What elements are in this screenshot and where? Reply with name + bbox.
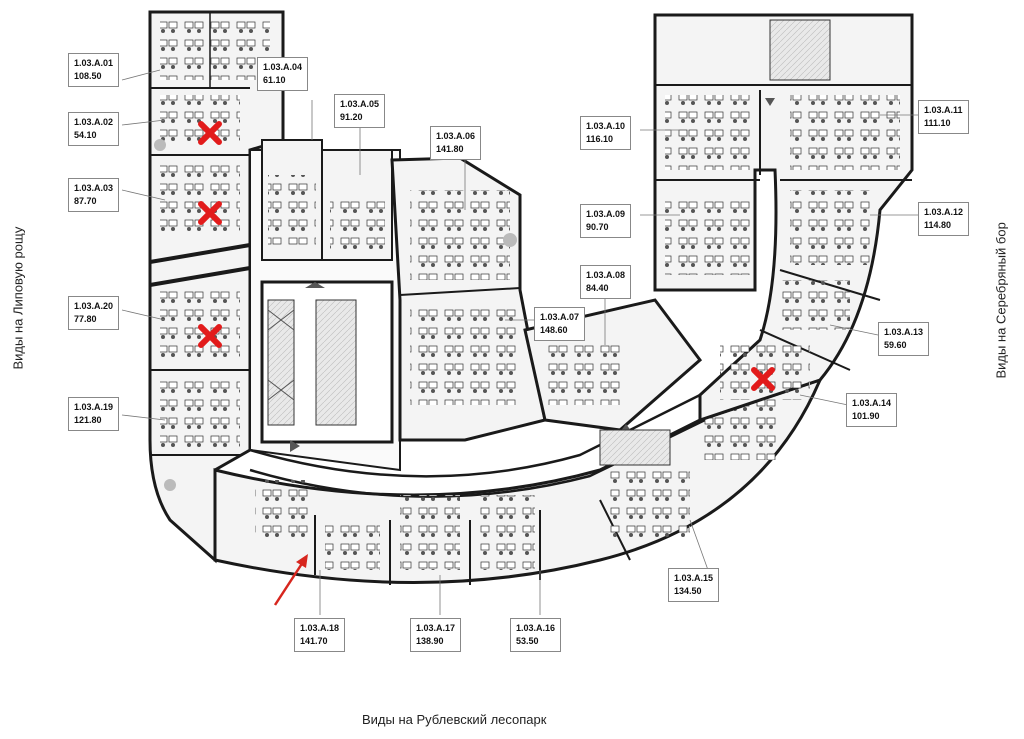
unit-code: 1.03.A.19 [74, 402, 114, 412]
unit-area: 53.50 [516, 636, 539, 646]
unit-code: 1.03.A.02 [74, 117, 114, 127]
unit-area: 148.60 [540, 325, 568, 335]
unit-code: 1.03.A.12 [924, 207, 964, 217]
unit-label-a14[interactable]: 1.03.A.14 101.90 [846, 393, 898, 427]
view-caption-bottom: Виды на Рублевский лесопарк [362, 712, 547, 727]
unit-code: 1.03.A.05 [340, 99, 380, 109]
view-caption-left: Виды на Липовую рощу [10, 226, 26, 370]
unit-label-a13[interactable]: 1.03.A.13 59.60 [878, 322, 930, 356]
building-core [249, 139, 401, 472]
unit-area: 116.10 [586, 134, 614, 144]
unit-area: 61.10 [263, 75, 286, 85]
unit-code: 1.03.A.20 [74, 301, 114, 311]
unit-code: 1.03.A.10 [586, 121, 626, 131]
unit-area: 59.60 [884, 340, 907, 350]
unit-code: 1.03.A.11 [924, 105, 963, 115]
unit-code: 1.03.A.17 [416, 623, 456, 633]
red-arrow-icon [273, 554, 308, 606]
unit-label-a16[interactable]: 1.03.A.16 53.50 [510, 618, 562, 652]
unit-area: 111.10 [924, 118, 951, 128]
unit-code: 1.03.A.01 [74, 58, 114, 68]
unit-code: 1.03.A.16 [516, 623, 556, 633]
east-block [653, 13, 914, 423]
unit-area: 108.50 [74, 71, 102, 81]
unit-label-a18[interactable]: 1.03.A.18 141.70 [294, 618, 346, 652]
unit-label-a06[interactable]: 1.03.A.06 141.80 [430, 126, 482, 160]
leader-lines [121, 69, 918, 615]
unit-area: 114.80 [924, 220, 952, 230]
unit-label-a07[interactable]: 1.03.A.07 148.60 [534, 307, 586, 341]
unit-label-a02[interactable]: 1.03.A.02 54.10 [68, 112, 120, 146]
unit-area: 87.70 [74, 196, 97, 206]
red-x-icon [198, 324, 222, 348]
south-arc [213, 377, 823, 585]
unit-label-a15[interactable]: 1.03.A.15 134.50 [668, 568, 720, 602]
unit-code: 1.03.A.07 [540, 312, 580, 322]
unit-area: 91.20 [340, 112, 363, 122]
unit-area: 54.10 [74, 130, 97, 140]
unit-label-a10[interactable]: 1.03.A.10 116.10 [580, 116, 632, 150]
unit-area: 141.80 [436, 144, 464, 154]
unit-code: 1.03.A.09 [586, 209, 626, 219]
unit-label-a01[interactable]: 1.03.A.01 108.50 [68, 53, 120, 87]
red-x-icon [198, 201, 222, 225]
unit-label-a20[interactable]: 1.03.A.20 77.80 [68, 296, 120, 330]
view-caption-right: Виды на Серебряный бор [993, 222, 1009, 379]
unit-code: 1.03.A.03 [74, 183, 114, 193]
center-block [390, 156, 547, 442]
unit-label-a11[interactable]: 1.03.A.11 111.10 [918, 100, 969, 134]
unit-label-a03[interactable]: 1.03.A.03 87.70 [68, 178, 120, 212]
unit-code: 1.03.A.13 [884, 327, 924, 337]
unit-label-a09[interactable]: 1.03.A.09 90.70 [580, 204, 632, 238]
unit-area: 90.70 [586, 222, 609, 232]
unit-code: 1.03.A.08 [586, 270, 626, 280]
unit-area: 121.80 [74, 415, 102, 425]
unit-code: 1.03.A.15 [674, 573, 714, 583]
red-x-icon [751, 367, 775, 391]
unit-label-a05[interactable]: 1.03.A.05 91.20 [334, 94, 386, 128]
unit-label-a08[interactable]: 1.03.A.08 84.40 [580, 265, 632, 299]
unit-code: 1.03.A.14 [852, 398, 892, 408]
unit-code: 1.03.A.06 [436, 131, 476, 141]
unit-label-a17[interactable]: 1.03.A.17 138.90 [410, 618, 462, 652]
unit-label-a19[interactable]: 1.03.A.19 121.80 [68, 397, 120, 431]
unit-area: 77.80 [74, 314, 97, 324]
unit-area: 101.90 [852, 411, 880, 421]
red-x-icon [198, 121, 222, 145]
unit-label-a04[interactable]: 1.03.A.04 61.10 [257, 57, 309, 91]
unit-area: 84.40 [586, 283, 609, 293]
unit-code: 1.03.A.04 [263, 62, 303, 72]
unit-code: 1.03.A.18 [300, 623, 340, 633]
unit-area: 138.90 [416, 636, 444, 646]
unit-area: 134.50 [674, 586, 702, 596]
unit-area: 141.70 [300, 636, 328, 646]
unit-label-a12[interactable]: 1.03.A.12 114.80 [918, 202, 970, 236]
